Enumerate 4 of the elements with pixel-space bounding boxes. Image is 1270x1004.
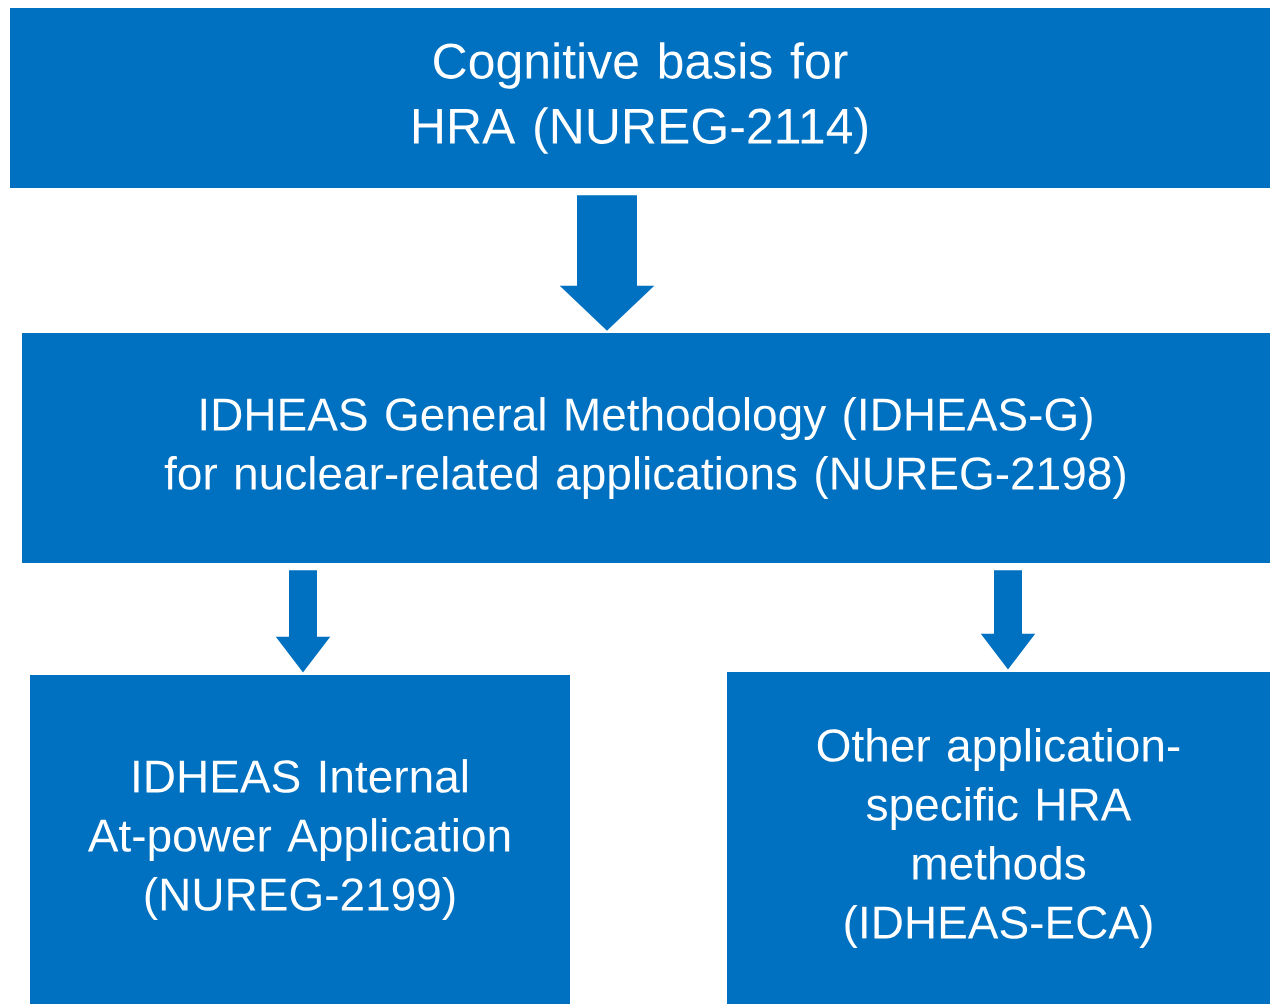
- process-box: IDHEAS Internal At-power Application (NUREG-2199): [30, 675, 570, 1004]
- process-box: IDHEAS General Methodology (IDHEAS-G) for nuclear-related applications (NUREG-2198): [22, 333, 1270, 563]
- process-box: Cognitive basis for HRA (NUREG-2114): [10, 8, 1270, 188]
- process-box: Other application-specific HRA methods (IDHEAS-ECA): [727, 672, 1270, 1004]
